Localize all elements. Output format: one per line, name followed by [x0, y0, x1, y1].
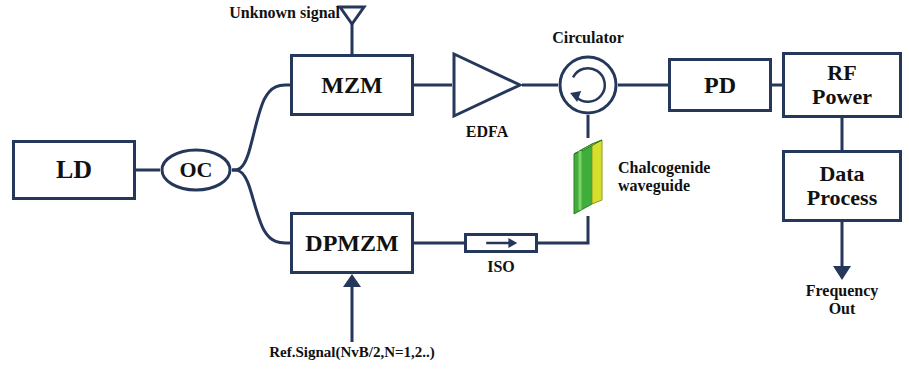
box-label: MZM [321, 72, 382, 98]
component-label: EDFA [466, 123, 508, 141]
process-box: Data Process [782, 150, 902, 222]
box-label: PD [704, 72, 736, 98]
modulator-box: MZM [290, 54, 414, 116]
box-label: DPMZM [305, 230, 398, 256]
optical-link [841, 118, 844, 150]
antenna-symbol [340, 7, 364, 24]
shape-outline [558, 55, 618, 115]
signal-name: Ref.Signal(NvB/2,N=1,2..) [222, 344, 482, 361]
component-label: ISO [487, 258, 515, 276]
optical-link [232, 170, 290, 243]
optical-link [522, 84, 558, 87]
output-label: Frequency Out [792, 282, 892, 319]
box-label: OC [180, 158, 213, 182]
waveguide-symbol: Chalcogenide waveguide [570, 138, 606, 216]
optical-link [414, 242, 464, 245]
arrowhead [343, 274, 361, 287]
process-box: RF Power [782, 52, 902, 118]
arrowhead [833, 266, 851, 280]
optical-link [618, 84, 668, 87]
detector-box: PD [668, 58, 772, 112]
shape-outline [570, 138, 606, 216]
optical-link [136, 169, 160, 172]
optical-link [414, 84, 452, 87]
isolator-symbol: ISO [464, 233, 538, 253]
signal-name: Unknown signal [190, 4, 340, 22]
optical-link [587, 115, 590, 138]
amplifier-symbol: EDFA [452, 52, 522, 118]
laser-box: LD [12, 140, 136, 200]
coupler-ellipse: OC [160, 148, 232, 192]
component-label: Circulator [552, 29, 624, 47]
optical-link [538, 216, 588, 243]
antenna-mast [351, 22, 354, 55]
shape-outline [452, 52, 522, 118]
component-label: Chalcogenide waveguide [618, 159, 730, 194]
optical-link [232, 85, 290, 170]
shape-outline [464, 233, 538, 253]
box-label: LD [56, 156, 92, 185]
box-label: RF Power [802, 61, 882, 109]
optical-link [772, 84, 782, 87]
circulator-symbol: Circulator [558, 55, 618, 115]
output-arrow [841, 222, 844, 268]
ref-signal-arrow [351, 286, 354, 342]
box-label: Data Process [797, 162, 887, 210]
modulator-box: DPMZM [290, 212, 414, 274]
